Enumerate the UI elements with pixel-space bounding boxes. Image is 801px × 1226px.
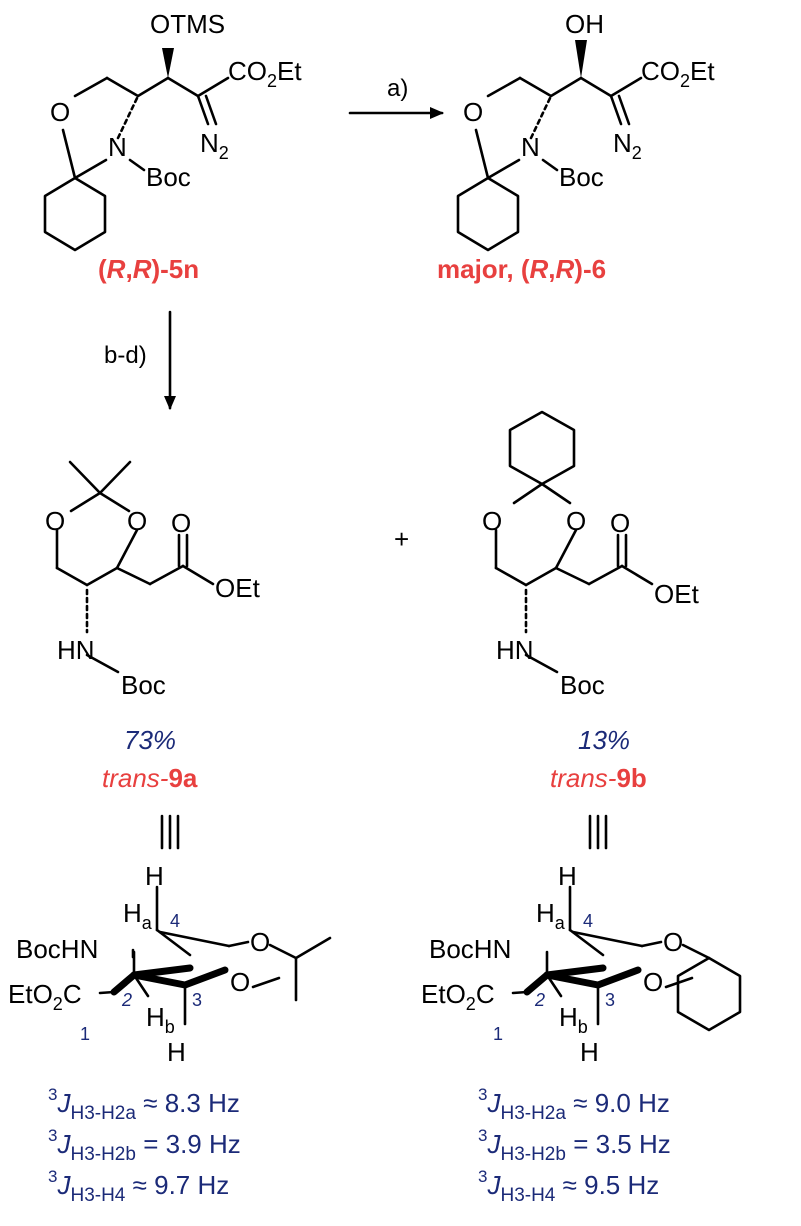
position-3: 3 xyxy=(605,990,615,1010)
h-top: H xyxy=(145,861,164,891)
label-9a: trans-9a xyxy=(102,763,198,793)
carbonyl-oxygen: O xyxy=(171,508,191,538)
step-a-label: a) xyxy=(387,75,408,102)
cyclohexane-ring xyxy=(43,176,107,252)
label-9b: trans-9b xyxy=(550,763,647,793)
coupling-line: 3JH3-H2b = 3.5 Hz xyxy=(478,1126,671,1165)
wedge-bond xyxy=(162,48,174,78)
ring-oxygen: O xyxy=(663,927,683,957)
boc-label: Boc xyxy=(146,162,191,192)
coupling-line: 3JH3-H4 ≈ 9.7 Hz xyxy=(48,1167,229,1206)
coupling-line: 3JH3-H4 ≈ 9.5 Hz xyxy=(478,1167,659,1206)
hn-label: HN xyxy=(496,635,534,665)
ha-label: Ha xyxy=(123,898,153,933)
position-4: 4 xyxy=(583,911,593,931)
ring-oxygen-1: O xyxy=(482,506,502,536)
hb-label: Hb xyxy=(559,1002,588,1037)
position-1: 1 xyxy=(80,1024,90,1044)
cyclohexane-ring xyxy=(508,410,576,486)
label-5n: (R,R)-5n xyxy=(98,254,199,284)
diazo-label: N2 xyxy=(613,128,642,163)
conformer-9b: H Ha 4 BocHN O O EtO2C 2 3 1 Hb H xyxy=(421,861,742,1067)
position-3: 3 xyxy=(192,990,202,1010)
ha-label: Ha xyxy=(536,898,566,933)
coupling-line: 3JH3-H2a ≈ 9.0 Hz xyxy=(478,1085,670,1124)
oet-label: OEt xyxy=(654,579,700,609)
position-4: 4 xyxy=(170,911,180,931)
eto2c-label: EtO2C xyxy=(421,979,495,1014)
ring-nitrogen: N xyxy=(521,132,540,162)
boc-label: Boc xyxy=(121,670,166,700)
compound-6: OH CO2Et N2 O N Boc xyxy=(456,9,715,252)
oh-label: OH xyxy=(565,9,604,39)
h-bottom: H xyxy=(580,1037,599,1067)
coupling-line: 3JH3-H2a ≈ 8.3 Hz xyxy=(48,1085,240,1124)
ring-oxygen: O xyxy=(463,97,483,127)
compound-9a: O O O OEt HN Boc xyxy=(45,460,261,700)
couplings-left: 3JH3-H2a ≈ 8.3 Hz 3JH3-H2b = 3.9 Hz 3JH3… xyxy=(48,1085,241,1206)
cyclohexane-ring xyxy=(456,176,520,252)
ester-label: CO2Et xyxy=(228,56,302,91)
equivalence-left xyxy=(160,814,180,850)
ring-nitrogen: N xyxy=(108,132,127,162)
yield-9b: 13% xyxy=(578,725,630,755)
hn-label: HN xyxy=(57,635,95,665)
coupling-line: 3JH3-H2b = 3.9 Hz xyxy=(48,1126,241,1165)
equivalence-right xyxy=(588,814,608,850)
ring-oxygen-2: O xyxy=(566,506,586,536)
otms-label: OTMS xyxy=(150,9,225,39)
conformer-9a: H Ha 4 BocHN O O EtO2C 2 3 1 Hb H xyxy=(8,861,332,1067)
cyclohexane-ring xyxy=(676,956,742,1032)
boc-label: Boc xyxy=(560,670,605,700)
bochn-label: BocHN xyxy=(16,934,98,964)
ring-oxygen: O xyxy=(250,927,270,957)
front-oxygen: O xyxy=(230,967,250,997)
hb-label: Hb xyxy=(146,1002,175,1037)
eto2c-label: EtO2C xyxy=(8,979,82,1014)
ester-label: CO2Et xyxy=(641,56,715,91)
step-bd-label: b-d) xyxy=(104,342,147,369)
boc-label: Boc xyxy=(559,162,604,192)
ring-oxygen-1: O xyxy=(45,506,65,536)
wedge-bond xyxy=(575,40,587,78)
front-oxygen: O xyxy=(643,967,663,997)
plus-sign: + xyxy=(394,524,409,554)
compound-9b: O O O OEt HN Boc xyxy=(482,410,700,700)
couplings-right: 3JH3-H2a ≈ 9.0 Hz 3JH3-H2b = 3.5 Hz 3JH3… xyxy=(478,1085,671,1206)
position-2: 2 xyxy=(121,990,132,1010)
ring-oxygen-2: O xyxy=(127,506,147,536)
oet-label: OEt xyxy=(215,573,261,603)
bochn-label: BocHN xyxy=(429,934,511,964)
compound-5n: OTMS CO2Et N2 O N Boc xyxy=(43,9,302,252)
h-bottom: H xyxy=(167,1037,186,1067)
yield-9a: 73% xyxy=(124,725,176,755)
h-top: H xyxy=(558,861,577,891)
position-2: 2 xyxy=(534,990,545,1010)
position-1: 1 xyxy=(493,1024,503,1044)
carbonyl-oxygen: O xyxy=(610,508,630,538)
label-6: major, (R,R)-6 xyxy=(437,254,606,284)
ring-oxygen: O xyxy=(50,97,70,127)
diazo-label: N2 xyxy=(200,128,229,163)
